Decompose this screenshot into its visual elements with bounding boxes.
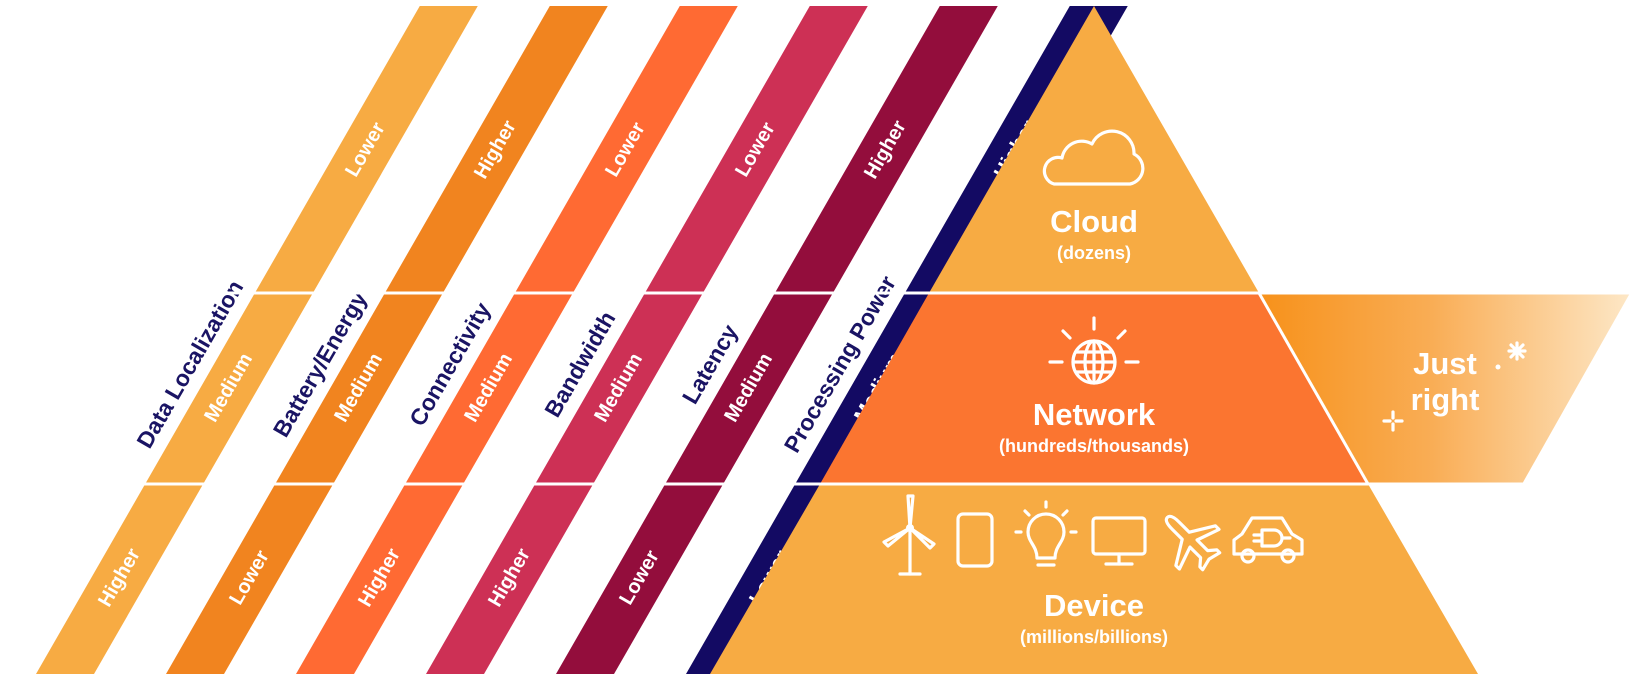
just-right-band [1259,293,1630,484]
airplane-icon [1164,514,1222,572]
stripe-connectivity [296,6,738,674]
cloud-icon [1042,129,1145,186]
device-icons [882,494,1304,576]
just-right-line1: Just [1413,346,1477,381]
device-title: Device [1044,588,1144,623]
light-bulb-icon [1014,500,1078,567]
stripe-data-localization [36,6,478,674]
cloud-title: Cloud [1050,204,1138,239]
network-tier [820,293,1368,484]
device-subtitle: (millions/billions) [1020,627,1168,647]
globe-icon [1048,316,1140,385]
cloud-tier [929,6,1259,293]
electric-car-icon [1232,516,1304,564]
divider-right [1257,292,1370,485]
stripe-battery-energy [166,6,608,674]
cloud-subtitle: (dozens) [1057,243,1131,263]
monitor-icon [1091,516,1147,566]
tablet-icon [956,512,994,568]
just-right-line2: right [1411,382,1480,417]
wind-turbine-icon [882,494,936,576]
network-title: Network [1033,397,1156,432]
network-subtitle: (hundreds/thousands) [999,436,1189,456]
sparkle-icon [1382,341,1527,432]
stripe-latency [556,6,998,674]
stripe-bandwidth [426,6,868,674]
